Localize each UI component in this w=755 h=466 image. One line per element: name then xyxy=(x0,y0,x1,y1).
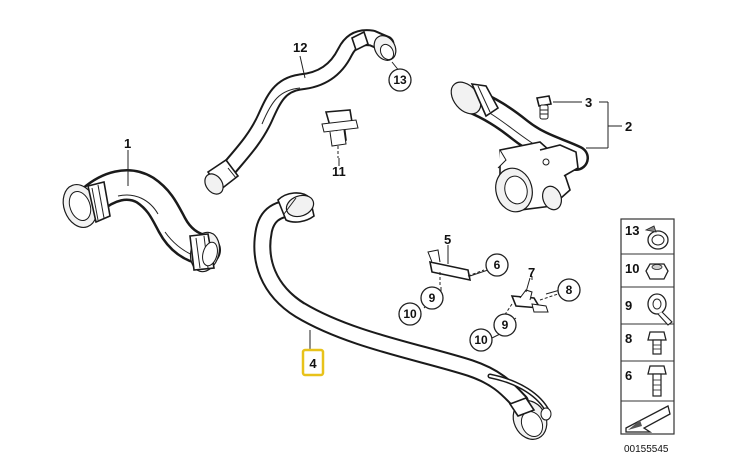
direction-arrow-icon xyxy=(625,405,671,433)
callout-2: 2 xyxy=(625,119,632,134)
callout-4-highlight xyxy=(301,348,325,377)
callout-10a-circle xyxy=(398,302,422,326)
legend-row-8[interactable]: 8 xyxy=(625,331,667,355)
callout-labels: 12 13 1 11 3 2 5 6 9 10 7 8 9 10 4 xyxy=(124,40,632,377)
legend-row-13[interactable]: 13 xyxy=(625,223,669,250)
legend-row-10[interactable]: 10 xyxy=(625,261,669,280)
clip-icon xyxy=(647,293,673,326)
legend-row-6[interactable]: 6 xyxy=(625,365,667,397)
callout-6: 6 xyxy=(494,258,501,272)
short-bolt-icon xyxy=(647,331,667,355)
legend-row-9[interactable]: 9 xyxy=(625,293,673,326)
callout-9a-circle xyxy=(420,286,444,310)
callout-10b: 10 xyxy=(474,333,488,347)
reference-number: 00155545 xyxy=(624,444,669,455)
hose-part-12[interactable] xyxy=(201,29,400,198)
callout-9b-circle xyxy=(493,313,517,337)
callout-13-circle xyxy=(388,68,412,92)
callout-5: 5 xyxy=(444,232,451,247)
long-bolt-icon xyxy=(647,365,667,397)
legend-label-13: 13 xyxy=(625,223,639,238)
callout-1: 1 xyxy=(124,136,131,151)
hose-part-2[interactable] xyxy=(445,76,589,215)
hose-part-1[interactable] xyxy=(57,169,223,275)
callout-9a: 9 xyxy=(429,291,436,305)
callout-7: 7 xyxy=(528,265,535,280)
callout-6-circle xyxy=(485,253,509,277)
parts-legend: 13 10 9 8 xyxy=(620,218,675,435)
leader-lines xyxy=(127,55,622,350)
callout-11: 11 xyxy=(332,164,346,179)
hose-part-4[interactable] xyxy=(253,192,553,445)
callout-3: 3 xyxy=(585,95,592,110)
legend-label-9: 9 xyxy=(625,298,632,313)
callout-8: 8 xyxy=(566,283,573,297)
bracket-part-5[interactable] xyxy=(427,248,485,286)
clip-part-11[interactable] xyxy=(321,109,359,158)
legend-label-6: 6 xyxy=(625,368,632,383)
callout-10b-circle xyxy=(469,328,493,352)
hose-clamp-icon xyxy=(644,225,669,250)
legend-label-10: 10 xyxy=(625,261,639,276)
legend-label-8: 8 xyxy=(625,331,632,346)
callout-12: 12 xyxy=(293,40,307,55)
callout-8-circle xyxy=(557,278,581,302)
screw-part-3[interactable] xyxy=(536,95,552,120)
callout-10a: 10 xyxy=(403,307,417,321)
callout-9b: 9 xyxy=(502,318,509,332)
hex-nut-icon xyxy=(645,263,669,280)
callout-13: 13 xyxy=(393,73,407,87)
callout-4: 4 xyxy=(309,356,317,371)
bracket-part-7[interactable] xyxy=(503,277,559,317)
